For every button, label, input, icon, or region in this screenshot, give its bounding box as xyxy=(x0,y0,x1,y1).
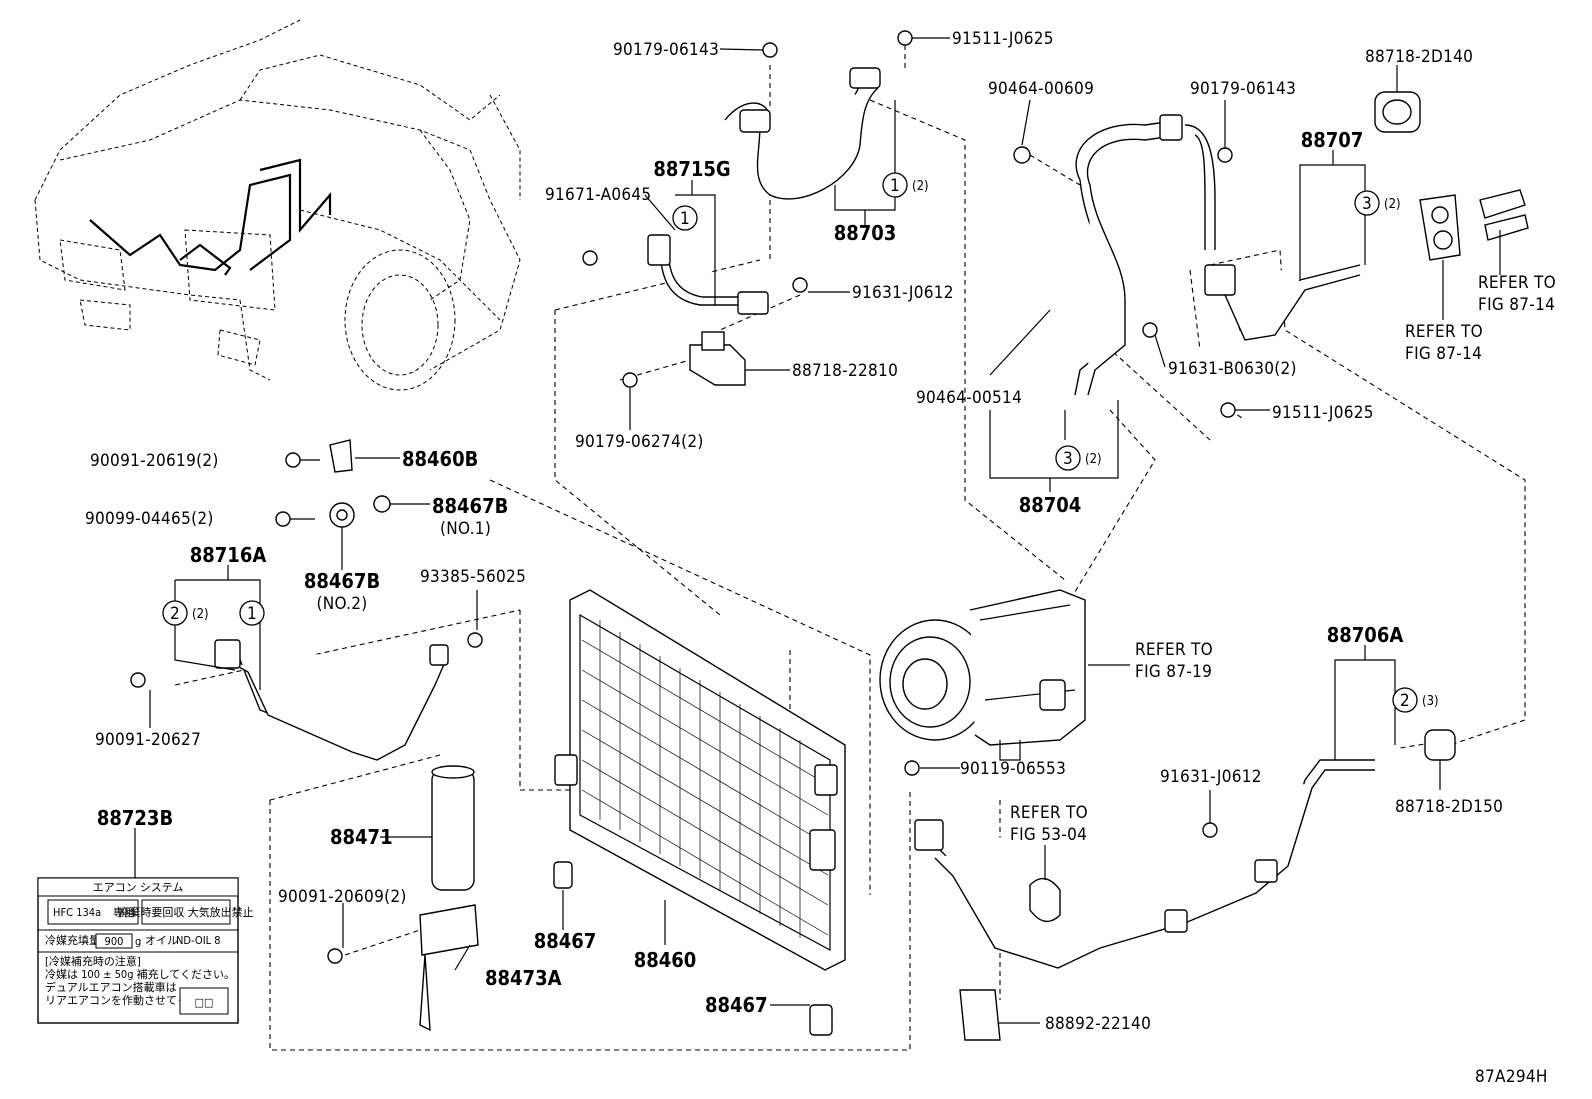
callout-88467B-no1: 88467B xyxy=(432,494,508,518)
circle-mark: 1 xyxy=(672,205,698,231)
circle-mark: 3 (2) xyxy=(1055,445,1102,471)
svg-text:(3): (3) xyxy=(1422,694,1439,709)
svg-text:エアコン システム: エアコン システム xyxy=(93,881,184,894)
callout-88704: 88704 xyxy=(1019,493,1082,517)
refer-label: REFER TO xyxy=(1405,322,1483,342)
callout-88473A: 88473A xyxy=(485,966,562,990)
refer-label: FIG 87-14 xyxy=(1405,344,1482,364)
callout-88892-22140: 88892-22140 xyxy=(1045,1014,1151,1034)
callout-88716A: 88716A xyxy=(190,543,267,567)
callout-91671-A0645: 91671-A0645 xyxy=(545,185,651,205)
part-callouts: 90179-06143 91511-J0625 88718-2D140 9046… xyxy=(85,29,1503,1034)
svg-text:1: 1 xyxy=(247,604,257,624)
callout-91511-J0625: 91511-J0625 xyxy=(1272,403,1374,423)
refer-label: REFER TO xyxy=(1010,803,1088,823)
callout-90091-20609: 90091-20609(2) xyxy=(278,887,407,907)
circle-mark: 1 (2) xyxy=(882,172,929,198)
svg-text:(2): (2) xyxy=(192,607,209,622)
svg-text:900: 900 xyxy=(105,935,124,948)
circle-mark: 2 (3) xyxy=(1392,687,1439,713)
svg-text:廃棄時要回収 大気放出禁止: 廃棄時要回収 大気放出禁止 xyxy=(118,905,253,919)
callout-93385-56025: 93385-56025 xyxy=(420,567,526,587)
condenser-88460 xyxy=(554,589,846,971)
callout-90179-06143: 90179-06143 xyxy=(613,40,719,60)
callout-88715G: 88715G xyxy=(653,157,730,181)
callout-88707: 88707 xyxy=(1301,128,1364,152)
callout-91631-B0630: 91631-B0630(2) xyxy=(1168,359,1297,379)
circle-mark: 3 (2) xyxy=(1354,190,1401,216)
small-parts xyxy=(130,30,1529,1041)
callout-90119-06553: 90119-06553 xyxy=(960,759,1066,779)
callout-91631-J0612: 91631-J0612 xyxy=(1160,767,1262,787)
diagram-id: 87A294H xyxy=(1475,1067,1548,1087)
callout-88467B-no2-note: (NO.2) xyxy=(316,594,367,614)
callout-88460: 88460 xyxy=(634,948,697,972)
callout-90179-06274: 90179-06274(2) xyxy=(575,432,704,452)
svg-text:1: 1 xyxy=(680,209,690,229)
callout-91511-J0625: 91511-J0625 xyxy=(952,29,1054,49)
circle-mark: 1 xyxy=(239,600,265,626)
svg-text:□□: □□ xyxy=(195,996,214,1009)
svg-text:専用: 専用 xyxy=(113,906,135,919)
svg-text:冷媒は 100 ± 50g 補充してください。: 冷媒は 100 ± 50g 補充してください。 xyxy=(45,967,235,981)
svg-text:(2): (2) xyxy=(1085,452,1102,467)
callout-90091-20627: 90091-20627 xyxy=(95,730,201,750)
callout-88718-2D140: 88718-2D140 xyxy=(1365,47,1473,67)
svg-text:冷媒充填量: 冷媒充填量 xyxy=(45,933,100,947)
callout-90099-04465: 90099-04465(2) xyxy=(85,509,214,529)
svg-text:3: 3 xyxy=(1063,449,1073,469)
callout-90464-00609: 90464-00609 xyxy=(988,79,1094,99)
refer-labels: REFER TO FIG 87-14 REFER TO FIG 87-14 RE… xyxy=(1010,273,1556,845)
callout-90091-20619: 90091-20619(2) xyxy=(90,451,219,471)
callout-88460B: 88460B xyxy=(402,447,478,471)
callout-88706A: 88706A xyxy=(1327,623,1404,647)
circle-mark: 2 (2) xyxy=(162,600,209,626)
compressor xyxy=(879,589,1086,761)
callout-88467: 88467 xyxy=(705,993,768,1017)
refer-label: FIG 87-14 xyxy=(1478,295,1555,315)
callout-88718-2D150: 88718-2D150 xyxy=(1395,797,1503,817)
callout-90464-00514: 90464-00514 xyxy=(916,388,1022,408)
callout-91631-J0612: 91631-J0612 xyxy=(852,283,954,303)
callout-88467: 88467 xyxy=(534,929,597,953)
svg-text:2: 2 xyxy=(170,604,180,624)
ac-label-plate: エアコン システム HFC 134a 専用 廃棄時要回収 大気放出禁止 冷媒充填… xyxy=(37,877,254,1024)
svg-text:(2): (2) xyxy=(912,179,929,194)
svg-text:(2): (2) xyxy=(1384,197,1401,212)
callout-88467B-no1-note: (NO.1) xyxy=(440,519,491,539)
refer-label: REFER TO xyxy=(1135,640,1213,660)
refer-label: FIG 53-04 xyxy=(1010,825,1087,845)
callout-88703: 88703 xyxy=(834,221,897,245)
callout-90179-06143: 90179-06143 xyxy=(1190,79,1296,99)
receiver-88471 xyxy=(419,765,479,1032)
vehicle-outline xyxy=(34,19,521,391)
callout-88467B-no2: 88467B xyxy=(304,569,380,593)
refer-label: REFER TO xyxy=(1478,273,1556,293)
svg-text:3: 3 xyxy=(1362,194,1372,214)
circle-marks: 1 (2) 1 3 (2) 3 (2) 2 (2) 1 2 (3 xyxy=(162,172,1439,713)
svg-text:HFC 134a: HFC 134a xyxy=(53,906,101,919)
refer-label: FIG 87-19 xyxy=(1135,662,1212,682)
svg-text:デュアルエアコン搭載車は: デュアルエアコン搭載車は xyxy=(45,980,177,994)
callout-88718-22810: 88718-22810 xyxy=(792,361,898,381)
callout-88471: 88471 xyxy=(330,825,393,849)
svg-text:g: g xyxy=(135,935,141,948)
svg-text:オイル: オイル xyxy=(145,934,178,947)
svg-text:ND-OIL 8: ND-OIL 8 xyxy=(176,934,221,947)
svg-text:[冷媒補充時の注意]: [冷媒補充時の注意] xyxy=(45,954,141,968)
svg-text:1: 1 xyxy=(890,176,900,196)
svg-text:2: 2 xyxy=(1400,691,1410,711)
callout-88723B: 88723B xyxy=(97,806,173,830)
